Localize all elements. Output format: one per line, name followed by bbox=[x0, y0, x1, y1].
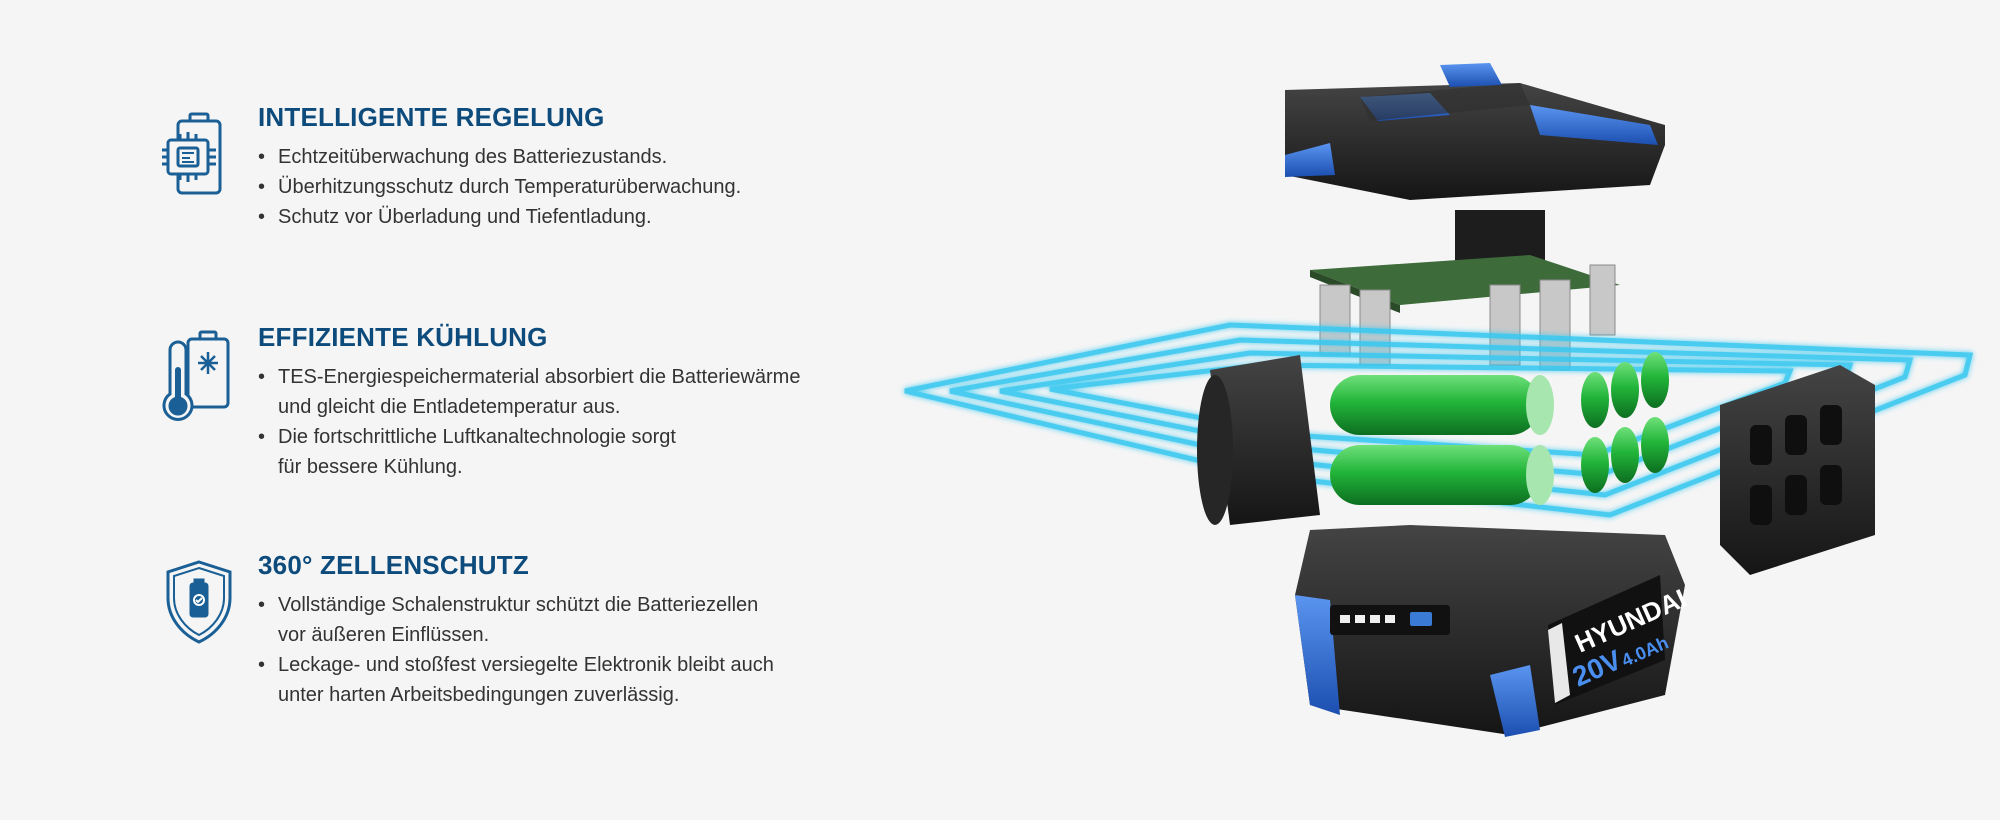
bullet-item: Vollständige Schalenstruktur schützt die… bbox=[258, 590, 878, 650]
bullet-item: Überhitzungsschutz durch Temperaturüberw… bbox=[258, 172, 878, 202]
feature-bullets: TES-Energiespeichermaterial absorbiert d… bbox=[258, 362, 878, 482]
battery-chip-icon bbox=[160, 110, 238, 200]
bms-circuit-board bbox=[1310, 210, 1620, 371]
battery-exploded-view: HYUNDAI 20V 4.0Ah bbox=[890, 55, 2000, 755]
bullet-item: TES-Energiespeichermaterial absorbiert d… bbox=[258, 362, 878, 422]
shield-battery-icon bbox=[160, 558, 238, 648]
battery-cells bbox=[1330, 352, 1669, 505]
feature-bullets: Echtzeitüberwachung des Batteriezustands… bbox=[258, 142, 878, 232]
battery-right-endcap bbox=[1720, 365, 1875, 575]
thermometer-snowflake-icon bbox=[160, 330, 238, 421]
bullet-item: Echtzeitüberwachung des Batteriezustands… bbox=[258, 142, 878, 172]
charge-level-indicator bbox=[1330, 605, 1450, 635]
feature-bullets: Vollständige Schalenstruktur schützt die… bbox=[258, 590, 878, 710]
feature-title: INTELLIGENTE REGELUNG bbox=[258, 102, 605, 132]
feature-title: EFFIZIENTE KÜHLUNG bbox=[258, 322, 548, 352]
bullet-item: Leckage- und stoßfest versiegelte Elektr… bbox=[258, 650, 878, 710]
bullet-item: Die fortschrittliche Luftkanaltechnologi… bbox=[258, 422, 878, 482]
battery-top-cap bbox=[1285, 63, 1665, 200]
battery-illustration: HYUNDAI 20V 4.0Ah bbox=[904, 63, 1974, 737]
feature-title: 360° ZELLENSCHUTZ bbox=[258, 550, 529, 580]
bullet-item: Schutz vor Überladung und Tiefentladung. bbox=[258, 202, 878, 232]
battery-left-endcap bbox=[1197, 355, 1320, 525]
battery-base-housing: HYUNDAI 20V 4.0Ah bbox=[1295, 525, 1691, 737]
